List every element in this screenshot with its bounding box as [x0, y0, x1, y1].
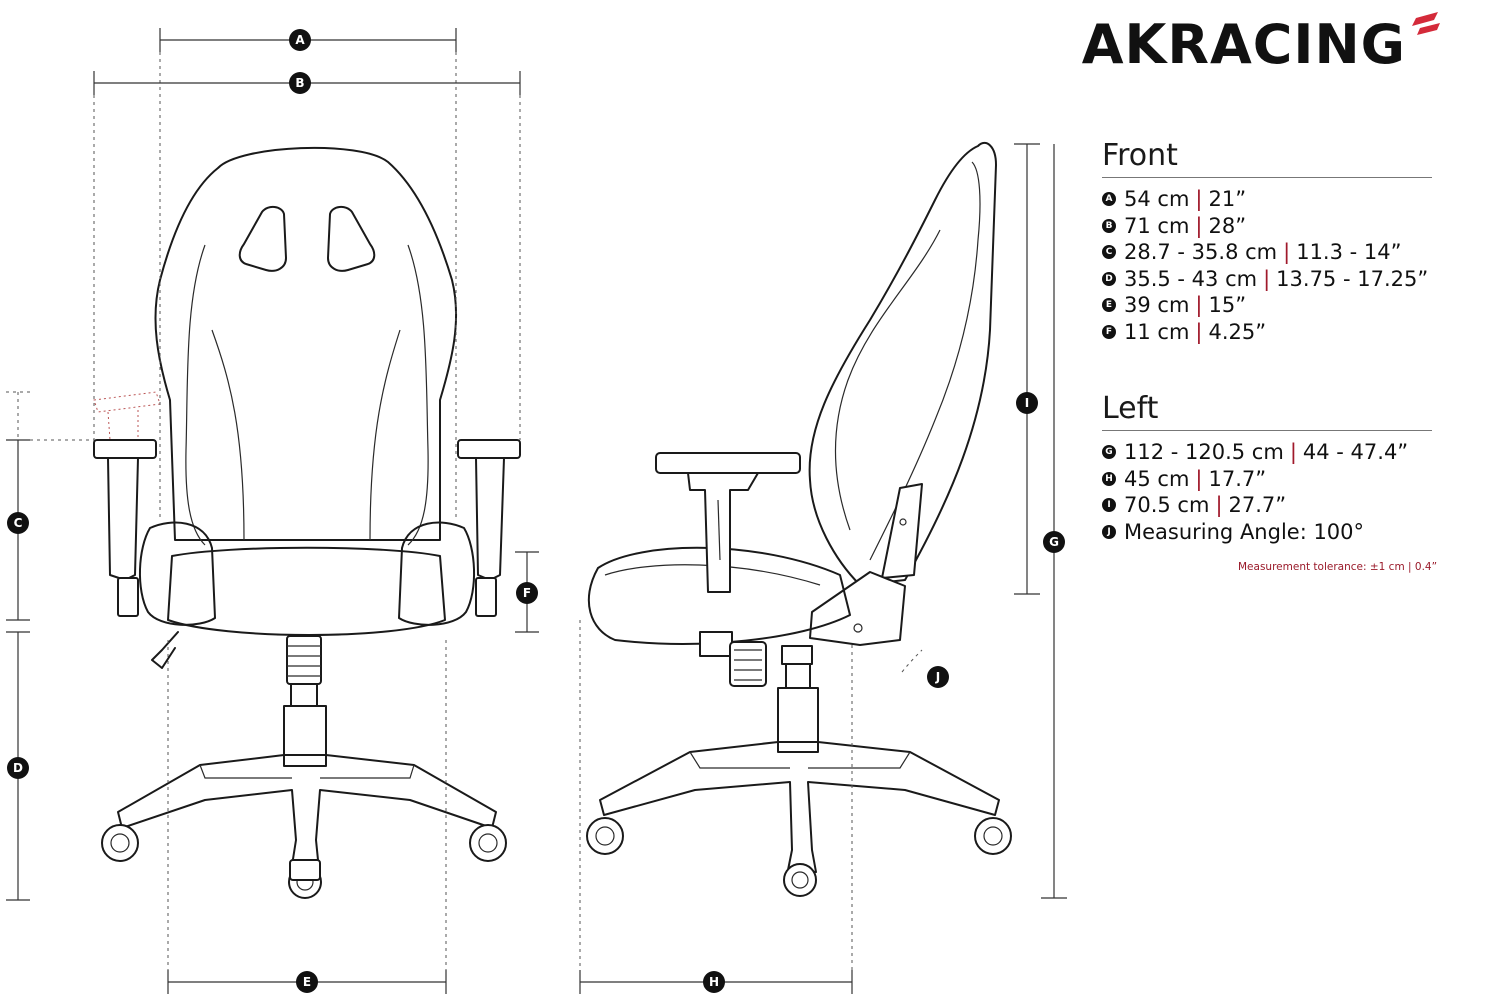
imperial-value: 21” — [1208, 187, 1247, 212]
imperial-value: 28” — [1208, 213, 1247, 238]
marker-d: D — [7, 757, 29, 779]
marker-g: G — [1043, 531, 1065, 553]
brand-flag-icon — [1412, 12, 1440, 35]
spec-key: H — [1102, 471, 1116, 486]
spec-row: F 11 cm|4.25” — [1102, 319, 1432, 346]
marker-j: J — [927, 666, 949, 688]
svg-text:J: J — [935, 670, 940, 684]
marker-h: H — [703, 971, 725, 993]
spec-key: I — [1102, 498, 1116, 513]
spec-row: B 71 cm|28” — [1102, 213, 1432, 240]
brand-wordmark: AKRACING — [1081, 13, 1406, 76]
separator: | — [1195, 187, 1203, 212]
spec-key: F — [1102, 324, 1116, 339]
imperial-value: 4.25” — [1208, 319, 1267, 344]
spec-row: C 28.7 - 35.8 cm|11.3 - 14” — [1102, 239, 1432, 266]
svg-text:I: I — [1025, 396, 1029, 410]
svg-text:H: H — [709, 975, 719, 989]
imperial-value: 11.3 - 14” — [1296, 240, 1402, 265]
spec-key: C — [1102, 245, 1116, 260]
separator: | — [1283, 240, 1291, 265]
separator: | — [1289, 440, 1297, 465]
front-chair — [93, 146, 521, 899]
spec-key: G — [1102, 445, 1116, 460]
marker-i: I — [1016, 392, 1038, 414]
spec-row: I 70.5 cm|27.7” — [1102, 492, 1432, 519]
marker-e: E — [296, 971, 318, 993]
spec-key: A — [1102, 192, 1116, 207]
metric-value: 28.7 - 35.8 cm — [1124, 240, 1278, 265]
metric-value: 112 - 120.5 cm — [1124, 440, 1284, 465]
metric-value: 39 cm — [1124, 293, 1190, 318]
marker-f: F — [516, 582, 538, 604]
left-heading: Left — [1102, 391, 1432, 431]
spec-key: J — [1102, 524, 1116, 539]
separator: | — [1263, 266, 1271, 291]
imperial-value: 27.7” — [1228, 493, 1287, 518]
svg-text:B: B — [295, 76, 304, 90]
spec-row: G 112 - 120.5 cm|44 - 47.4” — [1102, 439, 1432, 466]
svg-text:E: E — [303, 975, 311, 989]
metric-value: 70.5 cm — [1124, 493, 1210, 518]
angle-text: Measuring Angle: 100° — [1124, 519, 1365, 544]
imperial-value: 44 - 47.4” — [1302, 440, 1409, 465]
marker-c: C — [7, 512, 29, 534]
svg-text:F: F — [523, 586, 531, 600]
front-heading: Front — [1102, 138, 1432, 178]
brand-logo: AKRACING — [1081, 12, 1442, 76]
separator: | — [1195, 213, 1203, 238]
tolerance-note: Measurement tolerance: ±1 cm | 0.4” — [1238, 561, 1438, 573]
spec-key: B — [1102, 218, 1116, 233]
separator: | — [1215, 493, 1223, 518]
spec-key: E — [1102, 298, 1116, 313]
svg-text:A: A — [295, 33, 305, 47]
marker-b: B — [289, 72, 311, 94]
angle-row: J Measuring Angle: 100° — [1102, 519, 1432, 546]
spec-row: E 39 cm|15” — [1102, 292, 1432, 319]
dimension-lines — [6, 28, 1067, 994]
imperial-value: 15” — [1208, 293, 1247, 318]
marker-a: A — [289, 29, 311, 51]
metric-value: 35.5 - 43 cm — [1124, 266, 1258, 291]
svg-text:C: C — [14, 516, 23, 530]
metric-value: 71 cm — [1124, 213, 1190, 238]
spec-row: H 45 cm|17.7” — [1102, 466, 1432, 493]
imperial-value: 17.7” — [1208, 466, 1267, 491]
side-chair — [586, 141, 1012, 897]
spec-row: D 35.5 - 43 cm|13.75 - 17.25” — [1102, 266, 1432, 293]
spec-key: D — [1102, 271, 1116, 286]
metric-value: 54 cm — [1124, 187, 1190, 212]
svg-text:D: D — [13, 761, 23, 775]
metric-value: 45 cm — [1124, 466, 1190, 491]
spec-row: A 54 cm|21” — [1102, 186, 1432, 213]
metric-value: 11 cm — [1124, 319, 1190, 344]
separator: | — [1195, 319, 1203, 344]
separator: | — [1195, 466, 1203, 491]
svg-text:G: G — [1049, 535, 1059, 549]
imperial-value: 13.75 - 17.25” — [1276, 266, 1429, 291]
separator: | — [1195, 293, 1203, 318]
